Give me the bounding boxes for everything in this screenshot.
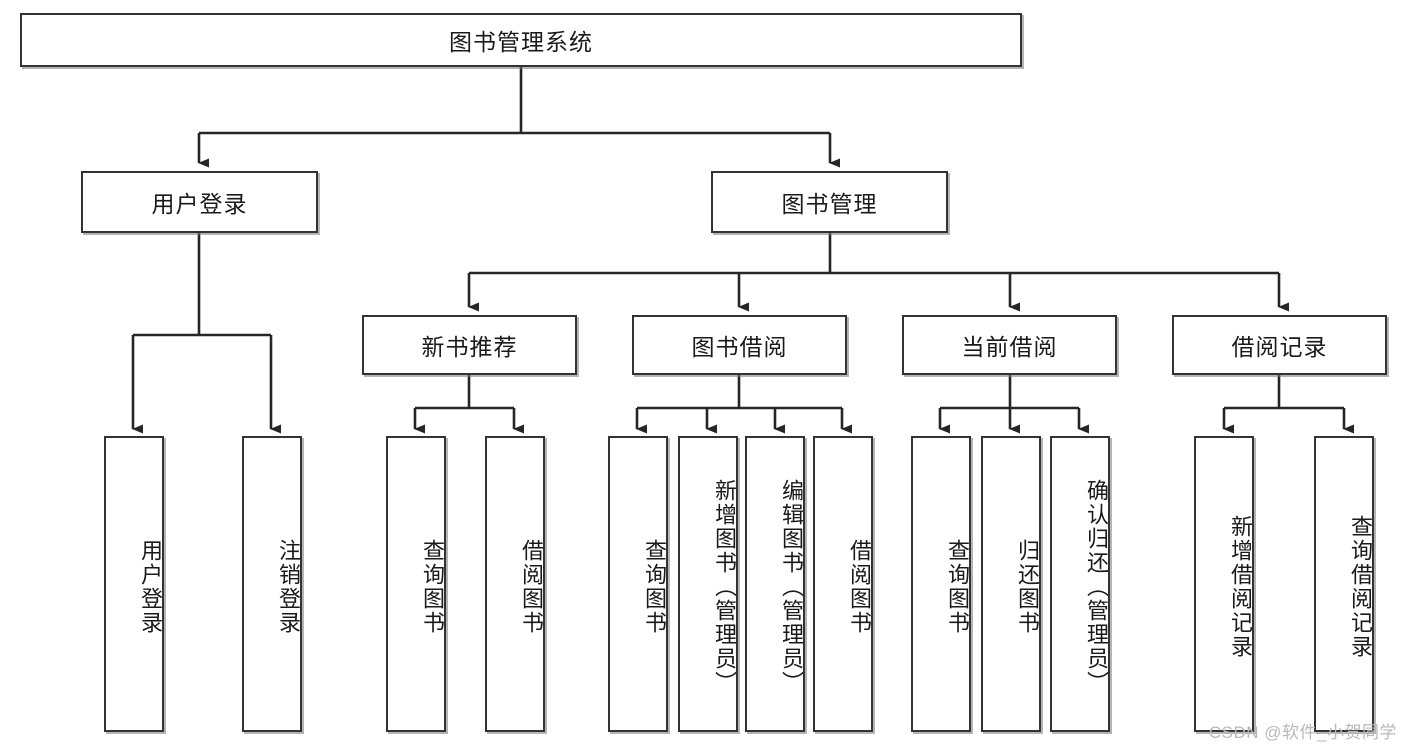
node-borrow-record-label: 借阅记录 <box>1231 334 1328 360</box>
node-leaf-return-book-label: 归还图书 <box>1015 539 1040 635</box>
node-new-book-rec-label: 新书推荐 <box>421 334 518 360</box>
node-leaf-add-book[interactable]: 新增图书（管理员） <box>678 436 738 732</box>
node-leaf-user-login[interactable]: 用户登录 <box>104 436 164 732</box>
node-leaf-cur-query[interactable]: 查询图书 <box>911 436 971 732</box>
node-leaf-rec-borrow[interactable]: 借阅图书 <box>485 436 545 732</box>
node-root-label: 图书管理系统 <box>449 29 593 55</box>
node-leaf-rec-query-label: 查询图书 <box>420 539 445 635</box>
node-leaf-rec-query[interactable]: 查询图书 <box>386 436 446 732</box>
node-leaf-borrow-book[interactable]: 借阅图书 <box>813 436 873 732</box>
node-leaf-logout-label: 注销登录 <box>276 539 301 635</box>
node-root[interactable]: 图书管理系统 <box>20 13 1022 67</box>
node-current-borrow-label: 当前借阅 <box>961 334 1058 360</box>
node-leaf-edit-book[interactable]: 编辑图书（管理员） <box>745 436 805 732</box>
node-leaf-query-record[interactable]: 查询借阅记录 <box>1314 436 1374 732</box>
node-book-manage[interactable]: 图书管理 <box>711 171 948 233</box>
node-user-login-label: 用户登录 <box>151 191 248 217</box>
node-leaf-return-book[interactable]: 归还图书 <box>981 436 1041 732</box>
node-leaf-logout[interactable]: 注销登录 <box>242 436 302 732</box>
node-book-borrow[interactable]: 图书借阅 <box>632 315 847 375</box>
node-leaf-edit-book-label: 编辑图书（管理员） <box>779 479 804 695</box>
node-leaf-rec-borrow-label: 借阅图书 <box>519 539 544 635</box>
node-leaf-add-book-label: 新增图书（管理员） <box>712 479 737 695</box>
node-leaf-borrow-book-label: 借阅图书 <box>847 539 872 635</box>
node-book-manage-label: 图书管理 <box>781 191 878 217</box>
node-leaf-user-login-label: 用户登录 <box>138 539 163 635</box>
node-book-borrow-label: 图书借阅 <box>691 334 788 360</box>
node-leaf-borrow-query[interactable]: 查询图书 <box>608 436 668 732</box>
node-leaf-query-record-label: 查询借阅记录 <box>1348 515 1373 659</box>
watermark: CSDN @软件_小贺同学 <box>1208 723 1397 742</box>
node-leaf-cur-query-label: 查询图书 <box>945 539 970 635</box>
node-leaf-confirm-return[interactable]: 确认归还（管理员） <box>1050 436 1110 732</box>
node-borrow-record[interactable]: 借阅记录 <box>1172 315 1387 375</box>
node-leaf-add-record-label: 新增借阅记录 <box>1228 515 1253 659</box>
node-leaf-confirm-return-label: 确认归还（管理员） <box>1084 479 1109 695</box>
node-user-login[interactable]: 用户登录 <box>81 171 318 233</box>
node-leaf-add-record[interactable]: 新增借阅记录 <box>1194 436 1254 732</box>
node-new-book-rec[interactable]: 新书推荐 <box>362 315 577 375</box>
node-leaf-borrow-query-label: 查询图书 <box>642 539 667 635</box>
node-current-borrow[interactable]: 当前借阅 <box>902 315 1117 375</box>
